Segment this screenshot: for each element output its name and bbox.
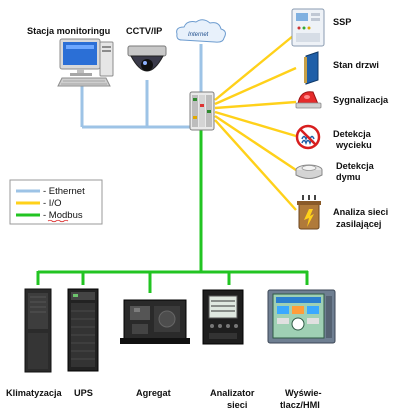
power-label-line1: Analiza sieci <box>333 207 388 217</box>
power-label-line2: zasilającej <box>336 219 381 229</box>
siren-icon <box>295 91 322 109</box>
door-label: Stan drzwi <box>333 60 379 70</box>
genset-label: Agregat <box>136 388 171 398</box>
controller-icon <box>189 91 215 131</box>
smoke-label-line2: dymu <box>336 172 361 182</box>
climate-label: Klimatyzacja <box>6 388 63 398</box>
ethernet-lines <box>80 44 203 129</box>
monitoring-station-icon <box>57 38 114 87</box>
internet-label: Internet <box>188 32 209 38</box>
hmi-panel-icon <box>267 289 336 344</box>
alarm-label: Sygnalizacja <box>333 95 389 105</box>
leak-label-line1: Detekcja <box>333 129 372 139</box>
analyzer-label-line2: sieci <box>227 400 247 410</box>
smoke-label-line1: Detekcja <box>336 161 375 171</box>
hmi-label-line1: Wyświe- <box>285 388 322 398</box>
smoke-detector-icon <box>295 164 323 179</box>
power-analyzer-icon <box>202 289 244 345</box>
ups-label: UPS <box>74 388 93 398</box>
power-transformer-icon <box>297 195 321 230</box>
hmi-label-line2: tlacz/HMI <box>280 400 320 410</box>
ssp-label: SSP <box>333 17 351 27</box>
ssp-panel-icon <box>291 8 325 47</box>
monitoring-station-label: Stacja monitoringu <box>27 26 110 36</box>
leak-label-line2: wycieku <box>335 140 372 150</box>
legend-io: - I/O <box>43 198 61 209</box>
cctv-label: CCTV/IP <box>126 26 162 36</box>
legend-ethernet: - Ethernet <box>43 186 85 197</box>
air-conditioner-icon <box>24 288 52 373</box>
generator-icon <box>120 299 190 344</box>
io-lines <box>214 35 297 211</box>
cctv-camera-icon <box>127 45 167 72</box>
analyzer-label-line1: Analizator <box>210 388 255 398</box>
door-sensor-icon <box>304 51 319 85</box>
modbus-lines <box>36 130 309 293</box>
legend: - Ethernet - I/O - Modbus <box>9 179 103 225</box>
internet-cloud-icon: Internet <box>176 19 226 43</box>
ups-icon <box>67 288 99 372</box>
leak-detection-icon <box>295 124 321 150</box>
legend-modbus: - Modbus <box>43 210 83 221</box>
